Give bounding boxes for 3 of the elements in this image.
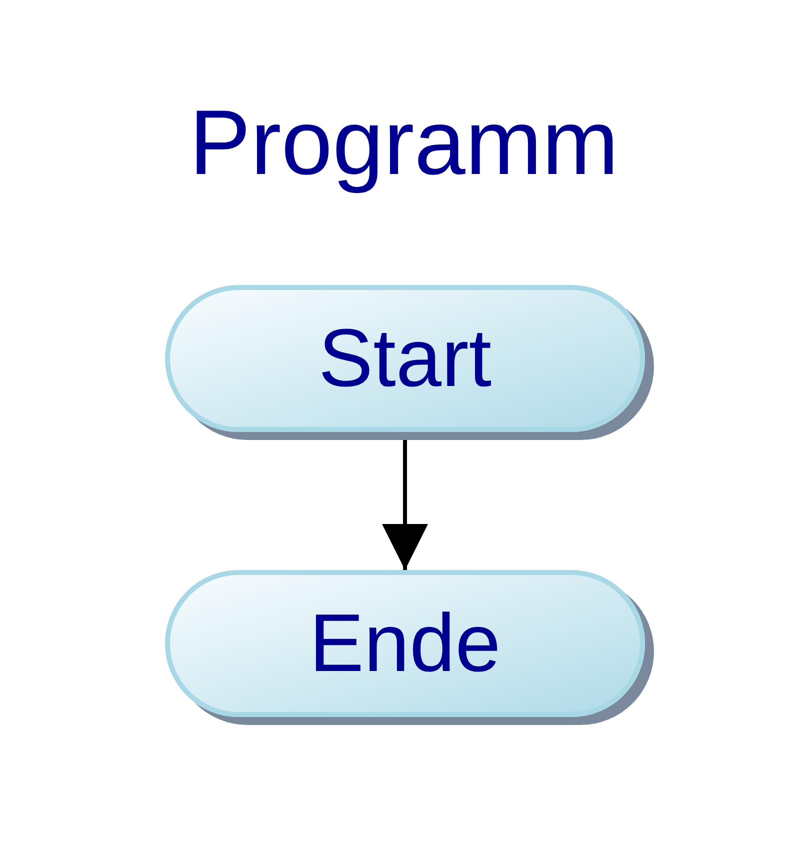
diagram-title: Programm [188, 91, 620, 196]
node-label: Start [318, 312, 492, 406]
node-label: Ende [309, 596, 501, 690]
